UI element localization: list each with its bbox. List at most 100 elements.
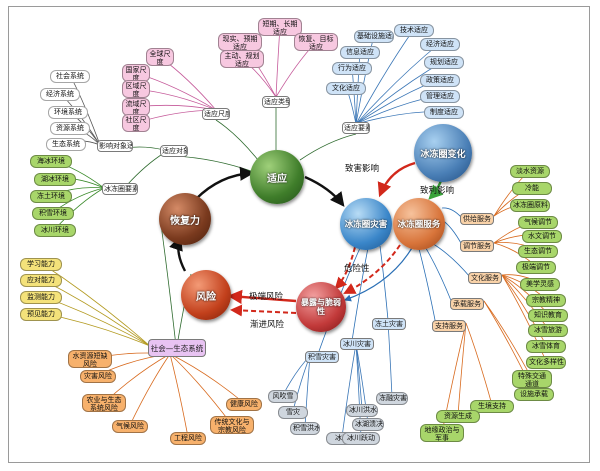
adapt-element-item: 经济适应 <box>420 38 460 51</box>
arrow-service-to-vuln <box>343 244 401 294</box>
connector-line <box>173 155 255 173</box>
impact-object-item: 生态系统 <box>46 138 86 151</box>
extreme-risk-label: 极端风险 <box>249 292 284 302</box>
cryo-service-node: 冰冻圈服务 <box>393 198 445 250</box>
adapt-element-item: 基础设施适应 <box>354 30 394 43</box>
hazard-label: 危险性 <box>344 264 370 274</box>
disaster-item: 冰川跃动 <box>342 432 380 445</box>
risk-item: 水资源短缺风险 <box>68 350 112 368</box>
risk-item: 气候风险 <box>112 420 148 433</box>
connector-line <box>275 26 281 98</box>
culture-service-node: 文化服务 <box>468 272 502 284</box>
adapt-type-item: 现实、预期适应 <box>218 33 262 51</box>
capacity-item: 应对能力 <box>20 274 62 287</box>
risk-item: 健康风险 <box>226 398 262 411</box>
cryo-change-node: 冰冻圈变化 <box>414 124 472 182</box>
service-item: 极端调节 <box>516 261 556 274</box>
connector-line <box>40 262 151 347</box>
adapt-element-item: 技术适应 <box>394 24 434 37</box>
arrow-disaster-to-vuln <box>334 246 356 290</box>
regulate-service-node: 调节服务 <box>460 240 494 252</box>
service-item: 生态调节 <box>518 245 558 258</box>
adapt-element-item: 制度适应 <box>424 106 464 119</box>
disaster-item: 冻融灾害 <box>376 392 408 405</box>
cryo-disaster-node: 冰冻圈灾害 <box>340 198 392 250</box>
capacity-item: 监测能力 <box>20 291 62 304</box>
connector-line <box>341 343 357 438</box>
risk-item: 工程风险 <box>170 432 206 445</box>
connector-line <box>129 353 171 426</box>
supply-service-node: 供给服务 <box>460 213 494 225</box>
disaster-item: 冰湖溃决 <box>352 418 384 431</box>
carry-service-node: 承载服务 <box>450 298 484 310</box>
service-item: 资源生成 <box>436 410 480 423</box>
capacity-item: 预见能力 <box>20 308 62 321</box>
adapt-node: 适应 <box>250 150 304 204</box>
service-item: 淡水资源 <box>510 165 550 178</box>
frozen-disaster-node: 冻土灾害 <box>372 318 406 330</box>
cryo-element-item: 海冰环境 <box>30 155 72 168</box>
disaster-item: 冰川洪水 <box>346 404 378 417</box>
diagram-frame <box>8 6 590 463</box>
connector-line <box>292 355 311 412</box>
connector-line <box>423 244 453 304</box>
connector-line <box>169 353 189 438</box>
disaster-item: 雪灾 <box>278 406 308 419</box>
service-item: 宗教精神 <box>526 294 566 307</box>
impact-object-item: 环境系统 <box>48 106 88 119</box>
connector-line <box>169 353 233 426</box>
socio-eco-node: 社会—生态系统 <box>148 339 206 357</box>
snow-disaster-node: 积雪灾害 <box>305 351 339 363</box>
service-item: 水文调节 <box>522 230 562 243</box>
connector-line <box>215 119 259 161</box>
cryo-element-item: 积雪环境 <box>32 207 74 220</box>
recover-node: 恢复力 <box>159 193 211 245</box>
impact-object-item: 社会系统 <box>50 70 90 83</box>
cryo-element-item: 湖冰环境 <box>34 173 76 186</box>
adapt-scale-item: 流域尺度 <box>122 98 150 116</box>
disaster-impact-label: 致害影响 <box>345 164 380 174</box>
connector-line <box>355 28 415 125</box>
impact-object-item: 资源系统 <box>50 122 90 135</box>
impact-object-node: 影响对象适应 <box>97 140 133 152</box>
service-item: 设施承载 <box>514 388 554 401</box>
risk-item: 灾害风险 <box>80 370 116 383</box>
arrow-vuln-to-risk-gradual <box>230 304 297 317</box>
service-item: 冰冻圈原料 <box>510 199 550 212</box>
service-item: 生境支持 <box>470 400 514 413</box>
connector-line <box>441 207 463 219</box>
cryo-element-node: 冰冻圈要素适应 <box>102 183 138 195</box>
service-item: 冰雪旅游 <box>528 324 568 337</box>
service-item: 气候调节 <box>518 216 558 229</box>
connector-line <box>379 245 389 321</box>
connector-line <box>169 353 245 404</box>
connector-line <box>417 244 437 326</box>
adapt-type-node: 适应类型 <box>262 96 290 108</box>
service-item: 文化多样性 <box>526 356 566 369</box>
glacier-disaster-node: 冰川灾害 <box>340 338 374 350</box>
connector-line <box>465 322 493 406</box>
arrow-cryo-to-disaster <box>377 161 416 198</box>
arrow-vuln-to-risk-extreme <box>227 289 297 305</box>
risk-node: 风险 <box>181 270 231 320</box>
adapt-element-node: 适应要素 <box>342 122 370 134</box>
vulnerability-node: 暴露与脆弱性 <box>296 282 346 332</box>
cryo-element-item: 冰川环境 <box>34 224 76 237</box>
adapt-scale-item: 社区尺度 <box>122 114 150 132</box>
adapt-element-item: 信息适应 <box>340 46 380 59</box>
connector-line <box>299 133 357 161</box>
risk-item: 传统文化与宗教风险 <box>210 416 254 434</box>
connector-line <box>441 219 463 246</box>
adapt-object-node: 适应对象 <box>160 145 188 157</box>
service-item: 特殊交通通道 <box>512 370 552 388</box>
adapt-element-item: 行为适应 <box>332 62 372 75</box>
cryo-element-item: 冻土环境 <box>30 190 72 203</box>
adapt-scale-item: 全球尺度 <box>146 48 174 66</box>
adapt-type-item: 主动、规划适应 <box>220 50 264 68</box>
adapt-scale-item: 区域尺度 <box>122 80 150 98</box>
service-item: 美学灵感 <box>520 278 560 291</box>
risk-item: 农业与生态系统风险 <box>82 394 126 412</box>
adapt-element-item: 管理适应 <box>420 90 460 103</box>
service-item: 冰雪体育 <box>526 340 566 353</box>
